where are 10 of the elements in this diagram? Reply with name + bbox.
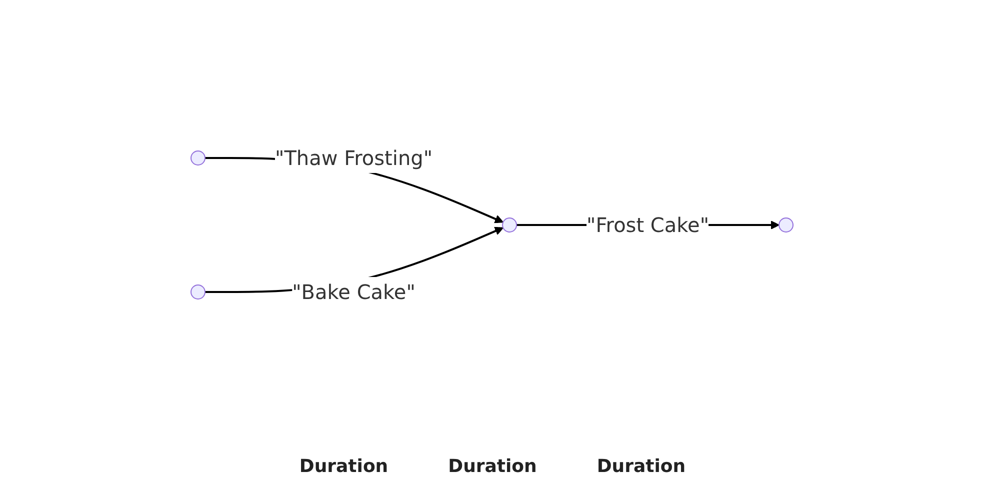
duration-label: Duration <box>299 456 388 477</box>
duration-label: Duration <box>448 456 537 477</box>
edge-label: "Thaw Frosting" <box>275 146 434 170</box>
edge-label: "Frost Cake" <box>587 213 710 237</box>
event-point <box>190 150 206 166</box>
event-point <box>779 218 794 232</box>
duration-label: Duration <box>596 456 686 477</box>
event-point <box>502 218 518 232</box>
event-point <box>190 284 206 300</box>
edge-label: "Bake Cake" <box>292 280 416 304</box>
